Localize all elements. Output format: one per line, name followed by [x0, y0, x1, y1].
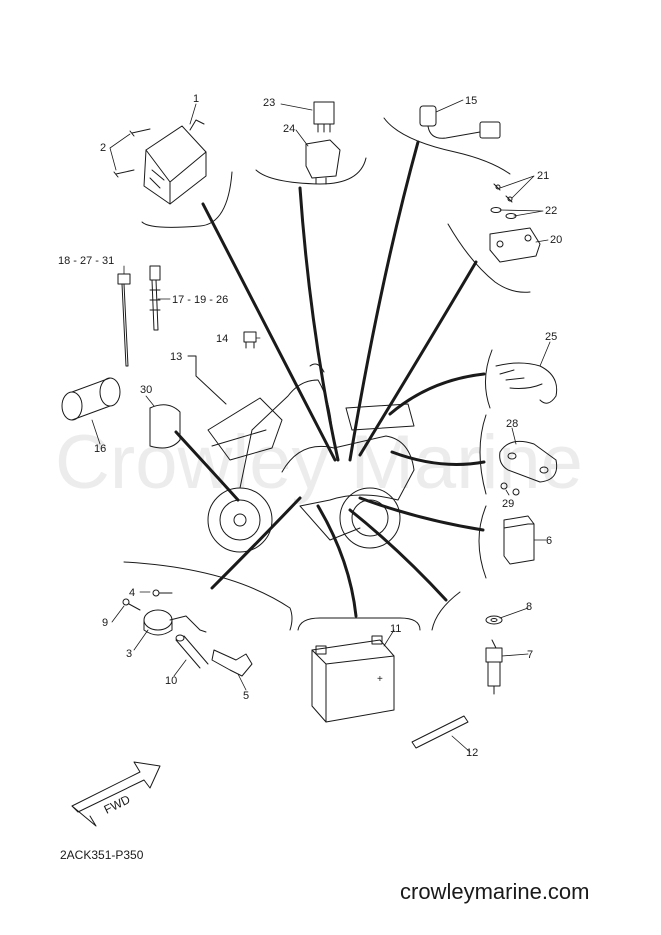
callout-25: 25 — [545, 331, 557, 343]
callout-16: 16 — [94, 443, 106, 455]
callout-1: 1 — [193, 93, 199, 105]
leader-ignitor — [201, 202, 337, 462]
washers-part-22 — [490, 207, 517, 219]
callout-24: 24 — [283, 123, 295, 135]
bracket-relay20-group — [447, 223, 531, 293]
battery-plus-mark: + — [377, 674, 383, 685]
plug-cap-part-5 — [211, 649, 253, 677]
leader-leadwire — [348, 140, 420, 462]
callout-3: 3 — [126, 648, 132, 660]
callout-30: 30 — [140, 384, 152, 396]
bracket-coil-group — [123, 561, 293, 631]
callout-7: 7 — [527, 649, 533, 661]
callout-21: 21 — [537, 170, 549, 182]
tube-part-10 — [175, 634, 209, 669]
leader-harness-13 — [187, 355, 227, 405]
bracket-harness25-group — [485, 349, 493, 409]
leader-harness25 — [388, 372, 486, 416]
callout-9: 9 — [102, 617, 108, 629]
nuts-part-29 — [500, 482, 520, 496]
callout-10: 10 — [165, 675, 177, 687]
fwd-arrow-icon — [71, 761, 161, 827]
relay-part-24 — [305, 139, 341, 185]
callout-5: 5 — [243, 690, 249, 702]
bracket-cover28-group — [479, 414, 487, 495]
regulator-part-6 — [503, 515, 535, 565]
bolts-part-2 — [113, 128, 151, 178]
coil-part-3 — [143, 609, 207, 636]
callout-4: 4 — [129, 587, 135, 599]
tube-part-16 — [61, 377, 121, 421]
leader-relay20 — [358, 260, 478, 457]
callout-6: 6 — [546, 535, 552, 547]
leader-switch — [348, 508, 448, 602]
callout-29: 29 — [502, 498, 514, 510]
callout-20: 20 — [550, 234, 562, 246]
callout-8: 8 — [526, 601, 532, 613]
bracket-relay-group — [255, 157, 367, 185]
relay-part-20 — [489, 227, 541, 263]
leader-regulator — [358, 496, 485, 532]
leader-fuse-left — [174, 430, 240, 502]
callout-28: 28 — [506, 418, 518, 430]
site-name: crowleymarine.com — [400, 879, 590, 904]
cover-part-28 — [499, 440, 558, 483]
leader-battery — [316, 504, 358, 618]
watermark: Crowley Marine — [55, 420, 583, 505]
callout-17: 17 - 19 - 26 — [172, 294, 228, 306]
ignitor-unit — [143, 119, 207, 205]
harness-part-25 — [495, 362, 558, 404]
bracket-switch-group — [431, 591, 461, 631]
callout-18: 18 - 27 - 31 — [58, 255, 114, 267]
bracket-battery-group — [297, 617, 421, 631]
callout-15: 15 — [465, 95, 477, 107]
callout-13: 13 — [170, 351, 182, 363]
lead-wire-part-15 — [419, 105, 501, 139]
callout-2: 2 — [100, 142, 106, 154]
drawing-code: 2ACK351-P350 — [60, 848, 144, 862]
bolt-part-9 — [122, 598, 141, 611]
screws-part-21 — [493, 183, 513, 203]
callout-22: 22 — [545, 205, 557, 217]
bracket-leadwire-group — [383, 117, 511, 175]
bolt-part-4 — [152, 589, 173, 597]
switch-part-7 — [485, 639, 503, 695]
callout-11: 11 — [390, 623, 401, 635]
callout-14: 14 — [216, 333, 228, 345]
cover-part-30 — [149, 404, 181, 449]
cable-tie-part-18 — [117, 273, 131, 367]
relay-part-23 — [313, 101, 335, 133]
callout-12: 12 — [466, 747, 478, 759]
fwd-label: FWD — [102, 792, 133, 817]
bracket-ignitor-group — [141, 171, 233, 228]
scooter-outline — [207, 363, 415, 553]
bracket-regulator-group — [478, 505, 487, 579]
leader-coil — [210, 496, 302, 590]
band-part-12 — [411, 715, 469, 749]
battery-part-11 — [311, 635, 395, 723]
leader-cover28 — [390, 450, 486, 466]
cable-tie-part-17 — [149, 265, 161, 331]
fuse-part-14 — [243, 331, 257, 349]
leader-relay — [298, 186, 340, 462]
callout-23: 23 — [263, 97, 275, 109]
washer-part-8 — [485, 615, 503, 625]
